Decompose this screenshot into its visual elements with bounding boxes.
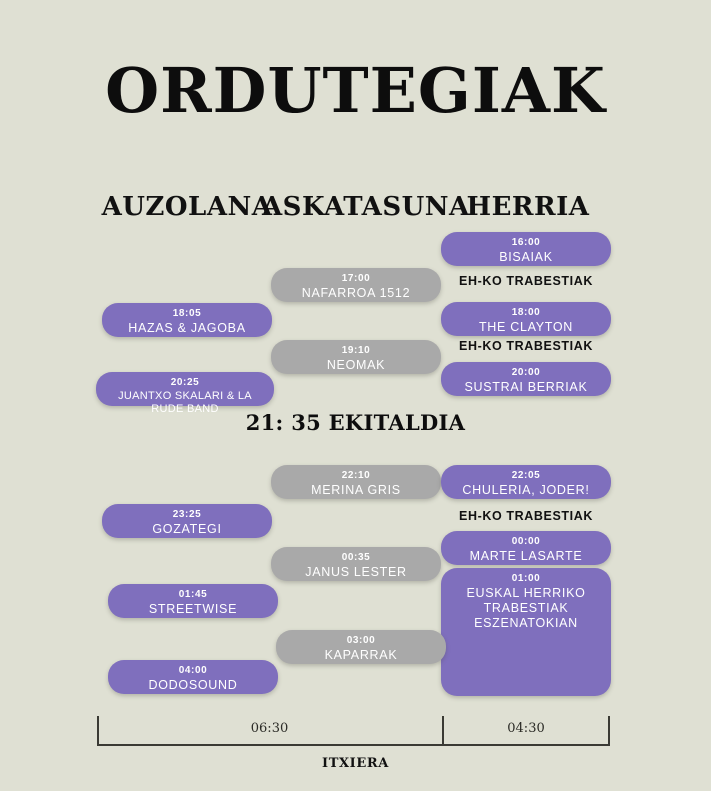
- event-time: 19:10: [341, 345, 371, 356]
- event-name: THE CLAYTON: [478, 319, 574, 334]
- event-name: STREETWISE: [148, 601, 238, 616]
- closing-axis: [97, 716, 610, 746]
- event-time: 18:05: [172, 308, 202, 319]
- column-header-auzolana: AUZOLANA: [101, 192, 273, 222]
- event-block[interactable]: 22:05 CHULERIA, JODER!: [441, 465, 611, 499]
- event-time: 16:00: [511, 237, 541, 248]
- event-block[interactable]: 04:00 DODOSOUND: [108, 660, 278, 694]
- event-name: KAPARRAK: [324, 647, 398, 662]
- divider-label: EH-KO TRABESTIAK: [459, 274, 593, 288]
- event-time: 03:00: [346, 635, 376, 646]
- event-name: JANUS LESTER: [305, 564, 407, 579]
- event-block[interactable]: 18:05 HAZAS & JAGOBA: [102, 303, 272, 337]
- event-time: 20:00: [511, 367, 541, 378]
- event-block[interactable]: 19:10 NEOMAK: [271, 340, 441, 374]
- event-name: DODOSOUND: [148, 677, 238, 692]
- event-block[interactable]: 20:00 SUSTRAI BERRIAK: [441, 362, 611, 396]
- event-time: 01:45: [178, 589, 208, 600]
- event-name: NEOMAK: [326, 357, 386, 372]
- event-time: 17:00: [341, 273, 371, 284]
- event-time: 22:10: [341, 470, 371, 481]
- center-event-label: 21: 35 EKITALDIA: [245, 410, 466, 435]
- event-block[interactable]: 00:35 JANUS LESTER: [271, 547, 441, 581]
- page-title: ORDUTEGIAK: [105, 54, 606, 127]
- event-time: 00:00: [511, 536, 541, 547]
- event-block[interactable]: 01:45 STREETWISE: [108, 584, 278, 618]
- event-time: 00:35: [341, 552, 371, 563]
- event-time: 18:00: [511, 307, 541, 318]
- event-block[interactable]: 17:00 NAFARROA 1512: [271, 268, 441, 302]
- event-name: EUSKAL HERRIKO TRABESTIAK ESZENATOKIAN: [466, 585, 586, 630]
- event-block[interactable]: 00:00 MARTE LASARTE: [441, 531, 611, 565]
- divider-label: EH-KO TRABESTIAK: [459, 509, 593, 523]
- event-time: 01:00: [511, 573, 541, 584]
- footer-note: ITXIERA: [322, 756, 389, 771]
- event-block[interactable]: 16:00 BISAIAK: [441, 232, 611, 266]
- event-time: 20:25: [170, 377, 200, 388]
- axis-label-left: 06:30: [250, 721, 289, 736]
- divider-label: EH-KO TRABESTIAK: [459, 339, 593, 353]
- event-block[interactable]: 23:25 GOZATEGI: [102, 504, 272, 538]
- event-name: JUANTXO SKALARI & LA RUDE BAND: [118, 389, 252, 415]
- event-name: MERINA GRIS: [311, 482, 401, 497]
- axis-label-right: 04:30: [507, 721, 545, 736]
- event-block[interactable]: 18:00 THE CLAYTON: [441, 302, 611, 336]
- event-block[interactable]: 20:25 JUANTXO SKALARI & LA RUDE BAND: [96, 372, 274, 415]
- event-name: HAZAS & JAGOBA: [128, 320, 246, 335]
- event-time: 23:25: [172, 509, 202, 520]
- event-name: GOZATEGI: [152, 521, 222, 536]
- event-time: 22:05: [511, 470, 541, 481]
- axis-tick: [442, 716, 444, 746]
- event-name: CHULERIA, JODER!: [462, 482, 590, 497]
- event-name: BISAIAK: [499, 249, 553, 264]
- event-name: NAFARROA 1512: [301, 285, 411, 300]
- column-header-askatasuna: ASKATASUNA: [262, 192, 470, 222]
- column-header-herria: HERRIA: [466, 192, 590, 222]
- event-block[interactable]: 22:10 MERINA GRIS: [271, 465, 441, 499]
- event-name: MARTE LASARTE: [469, 548, 583, 563]
- event-name: SUSTRAI BERRIAK: [464, 379, 588, 394]
- event-time: 04:00: [178, 665, 208, 676]
- event-block[interactable]: 03:00 KAPARRAK: [276, 630, 446, 664]
- event-block[interactable]: 01:00 EUSKAL HERRIKO TRABESTIAK ESZENATO…: [441, 568, 611, 696]
